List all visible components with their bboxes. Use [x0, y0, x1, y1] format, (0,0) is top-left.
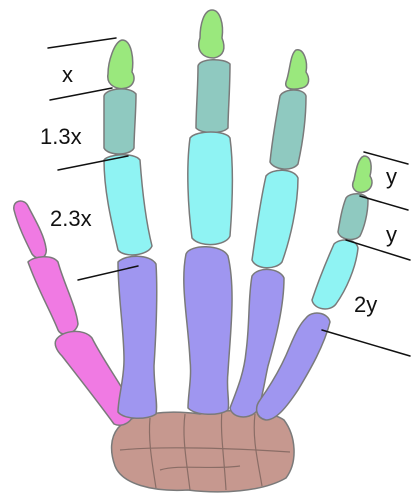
label-index-distal: x: [62, 64, 73, 86]
label-index-proximal: 2.3x: [50, 208, 92, 230]
middle-proximal-phalanx: [188, 132, 232, 245]
middle-finger: [184, 10, 233, 414]
middle-metacarpal: [184, 247, 232, 415]
ring-middle-phalanx: [270, 90, 306, 169]
label-little-distal: y: [386, 166, 397, 188]
guide-line-index-tip: [48, 38, 116, 48]
little-proximal-phalanx: [312, 240, 358, 309]
thumb-distal-phalanx: [14, 201, 46, 258]
carpal-bones: [112, 410, 295, 492]
label-index-middle: 1.3x: [40, 126, 82, 148]
index-proximal-phalanx: [104, 155, 152, 255]
label-little-middle: y: [386, 224, 397, 246]
guide-line-index-dip: [50, 88, 112, 100]
index-finger: [104, 40, 157, 418]
guide-line-little-mcp: [322, 330, 410, 356]
middle-distal-phalanx: [199, 10, 224, 58]
index-middle-phalanx: [104, 89, 136, 154]
little-middle-phalanx: [338, 194, 368, 240]
ring-proximal-phalanx: [252, 170, 298, 268]
index-distal-phalanx: [108, 40, 134, 88]
little-distal-phalanx: [353, 156, 372, 192]
middle-middle-phalanx: [196, 60, 230, 133]
index-metacarpal: [118, 256, 157, 418]
ring-distal-phalanx: [286, 50, 309, 89]
thumb-proximal-phalanx: [28, 257, 78, 335]
label-little-proximal: 2y: [354, 294, 377, 316]
